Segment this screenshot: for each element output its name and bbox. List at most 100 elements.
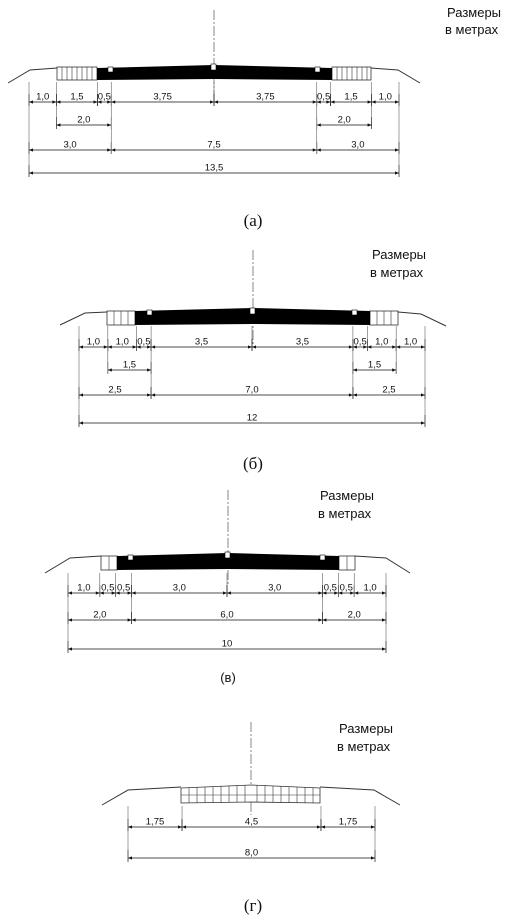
section-a-marker-right — [314, 66, 321, 73]
section-c-dim-label: 2,0 — [348, 610, 361, 621]
section-b-marker-left — [146, 309, 153, 316]
section-a-dim-0-7: 1,0 — [371, 92, 400, 106]
section-c-dim-label: 0,5 — [324, 583, 337, 594]
section-b-dim-0-2: 0,5 — [136, 337, 152, 351]
section-a-right-slope — [370, 67, 421, 84]
section-c-dim-label: 1,0 — [77, 583, 90, 594]
section-d-dim-1-0: 8,0 — [127, 848, 376, 862]
section-a: Размеры в метрах — [7, 5, 501, 230]
section-b-dim-label: 0,5 — [137, 337, 150, 348]
section-b-dim-2-0: 2,5 — [78, 385, 152, 399]
section-b-dim-0-6: 1,0 — [367, 337, 397, 351]
section-c-left-shoulder — [100, 555, 118, 571]
section-c-marker-right — [319, 554, 326, 561]
section-a-dim-0-2: 0,5 — [97, 92, 112, 106]
section-a-dim-label: 2,0 — [77, 115, 90, 126]
section-b-dim-2-1: 7,0 — [150, 385, 354, 399]
section-b-dim-label: 3,5 — [195, 337, 208, 348]
section-b-dim-2-2: 2,5 — [352, 385, 426, 399]
section-c-right-slope — [354, 555, 411, 574]
section-a-caption: (а) — [244, 211, 263, 230]
section-a-dim-label: 3,75 — [153, 92, 172, 103]
section-a-marker-left — [107, 66, 114, 73]
section-c-dim-label: 0,5 — [101, 583, 114, 594]
section-b-note-line1: Размеры — [372, 247, 426, 262]
section-c-dim-label: 3,0 — [268, 583, 281, 594]
section-b-right-slope — [397, 311, 447, 327]
section-b-dim-label: 1,5 — [368, 360, 381, 371]
section-a-dim-3-0: 13,5 — [28, 163, 400, 177]
section-a-dim-label: 1,5 — [344, 92, 357, 103]
section-a-dim-label: 7,5 — [207, 140, 220, 151]
section-b-dim-label: 3,5 — [296, 337, 309, 348]
section-c-note-line2: в метрах — [318, 506, 372, 521]
section-c-dim-0-1: 0,5 — [99, 583, 116, 597]
section-c-dim-0-4: 3,0 — [226, 583, 323, 597]
section-c-marker-center — [224, 551, 231, 559]
section-a-dim-2-2: 3,0 — [316, 140, 400, 154]
section-d-dim-label: 8,0 — [245, 848, 258, 859]
section-a-dim-0-4: 3,75 — [213, 92, 318, 106]
section-a-dim-0-5: 0,5 — [316, 92, 331, 106]
section-a-dim-0-0: 1,0 — [28, 92, 57, 106]
section-d-note-line2: в метрах — [337, 739, 391, 754]
section-d-dim-label: 4,5 — [245, 817, 258, 828]
section-b-dim-label: 1,5 — [123, 360, 136, 371]
section-a-dim-1-0: 2,0 — [56, 115, 112, 129]
section-a-dim-label: 3,75 — [256, 92, 275, 103]
section-c-caption: (в) — [220, 670, 236, 685]
section-d-dimensions: 1,75 4,5 1,75 8,0 — [127, 806, 376, 862]
section-c-dim-label: 2,0 — [93, 610, 106, 621]
section-a-dim-label: 0,5 — [317, 92, 330, 103]
section-b-dim-0-4: 3,5 — [251, 337, 354, 351]
section-d-left-slope — [101, 786, 182, 806]
section-c-dim-0-2: 0,5 — [115, 583, 132, 597]
section-b-dim-1-1: 1,5 — [352, 360, 397, 374]
section-b-dim-label: 1,0 — [375, 337, 388, 348]
section-c-dim-label: 0,5 — [340, 583, 353, 594]
section-b-dim-label: 7,0 — [245, 385, 258, 396]
section-b-marker-right — [351, 309, 358, 316]
section-a-dim-2-0: 3,0 — [28, 140, 112, 154]
section-b-right-shoulder — [369, 310, 399, 326]
section-c-left-slope — [44, 555, 102, 574]
section-b-caption: (б) — [243, 454, 263, 473]
section-b-dim-3-0: 12 — [78, 413, 426, 427]
section-c-marker-left — [127, 554, 134, 561]
section-a-dim-label: 1,5 — [70, 92, 83, 103]
section-d-dim-label: 1,75 — [146, 817, 165, 828]
section-b-dim-label: 1,0 — [404, 337, 417, 348]
section-d-gravel-surface — [180, 784, 321, 804]
section-b-dim-0-7: 1,0 — [395, 337, 426, 351]
section-a-dim-2-1: 7,5 — [110, 140, 318, 154]
section-a-note-line1: Размеры — [447, 5, 501, 20]
section-c-dim-label: 10 — [222, 639, 233, 650]
section-d-dim-label: 1,75 — [339, 817, 358, 828]
section-a-dim-0-1: 1,5 — [56, 92, 98, 106]
section-b-dim-0-3: 3,5 — [150, 337, 253, 351]
section-c-dim-0-3: 3,0 — [131, 583, 228, 597]
section-b-left-slope — [59, 311, 108, 326]
section-b-dim-label: 1,0 — [116, 337, 129, 348]
section-a-dim-0-3: 3,75 — [110, 92, 215, 106]
section-b-note-line2: в метрах — [370, 265, 424, 280]
section-a-dim-label: 13,5 — [205, 163, 224, 174]
section-c-dim-0-5: 0,5 — [322, 583, 339, 597]
section-d-caption: (г) — [244, 896, 262, 915]
section-a-left-slope — [7, 67, 58, 84]
section-c-dim-0-6: 0,5 — [337, 583, 355, 597]
section-a-pavement — [97, 65, 332, 80]
section-c-dim-1-1: 6,0 — [131, 610, 323, 624]
section-a-dim-label: 3,0 — [64, 140, 77, 151]
section-c-dim-0-0: 1,0 — [67, 583, 101, 597]
section-c-right-shoulder — [338, 555, 356, 571]
section-a-note-line2: в метрах — [445, 22, 499, 37]
section-b-dim-label: 1,0 — [87, 337, 100, 348]
section-d-right-slope — [319, 786, 401, 806]
section-c-dim-1-0: 2,0 — [67, 610, 132, 624]
